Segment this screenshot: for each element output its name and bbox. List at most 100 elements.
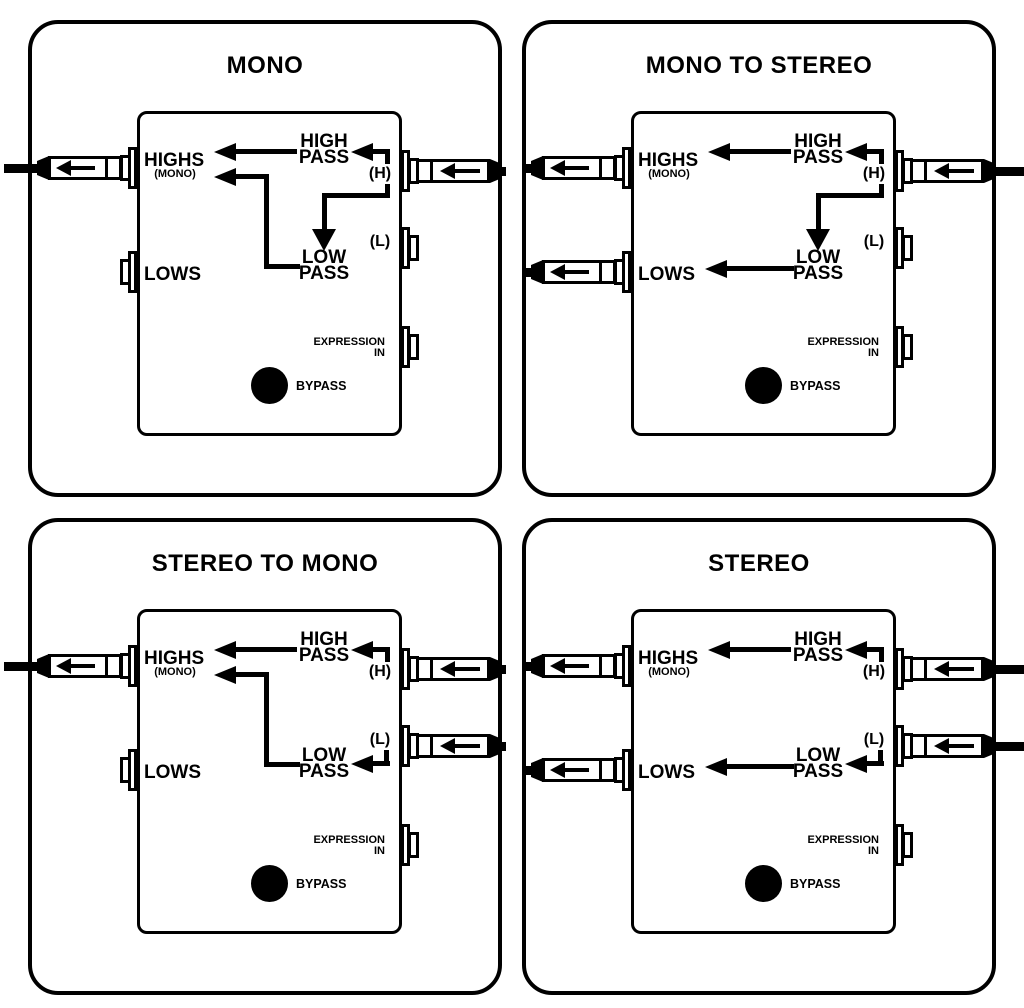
high-pass-line2: PASS bbox=[298, 645, 350, 666]
high-pass-line2: PASS bbox=[298, 147, 350, 168]
jack-sleeve bbox=[408, 832, 419, 858]
panel-mono-to-stereo: MONO TO STEREO bbox=[522, 20, 1024, 497]
signal-left-arrow-icon bbox=[550, 264, 565, 280]
cable-boot bbox=[490, 734, 502, 758]
low-pass-line2: PASS bbox=[298, 263, 350, 284]
panel-stereo-to-mono: STEREO TO MONO bbox=[4, 518, 506, 995]
jack-sleeve bbox=[120, 757, 131, 783]
low-pass-line2: PASS bbox=[298, 761, 350, 782]
expression-line2: IN bbox=[374, 845, 385, 857]
highs-mono-label: (MONO) bbox=[648, 666, 690, 678]
high-pass-label: HIGH PASS bbox=[274, 131, 374, 168]
signal-arrow-shaft bbox=[564, 270, 589, 274]
highs-mono-label: (MONO) bbox=[648, 168, 690, 180]
h-input-plug bbox=[526, 159, 1024, 183]
cable-boot bbox=[531, 758, 543, 782]
signal-left-arrow-icon bbox=[440, 163, 455, 179]
highs-label: HIGHS bbox=[144, 150, 205, 171]
signal-left-arrow-icon bbox=[934, 661, 949, 677]
highs-mono-label: (MONO) bbox=[154, 666, 196, 678]
bypass-footswitch bbox=[745, 367, 782, 404]
cable bbox=[500, 167, 506, 176]
h-jack-label: (H) bbox=[368, 165, 392, 182]
l-input-plug bbox=[32, 734, 506, 758]
cable bbox=[994, 742, 1024, 751]
cable bbox=[526, 164, 532, 173]
cable-boot bbox=[531, 260, 543, 284]
lows-output-jack bbox=[117, 250, 137, 294]
low-pass-line1: LOW bbox=[301, 247, 347, 268]
h-jack-label: (H) bbox=[862, 663, 886, 680]
cable-boot bbox=[531, 156, 543, 180]
cable-boot bbox=[37, 654, 49, 678]
bypass-footswitch bbox=[251, 865, 288, 902]
plug-collar bbox=[430, 162, 433, 180]
signal-arrow-shaft bbox=[454, 667, 480, 671]
plug-barrel bbox=[910, 159, 984, 183]
bypass-footswitch bbox=[251, 367, 288, 404]
plug-collar bbox=[599, 263, 602, 281]
expression-in-jack bbox=[401, 325, 419, 369]
cable bbox=[500, 665, 506, 674]
lows-output-jack bbox=[117, 748, 137, 792]
highs-mono-label: (MONO) bbox=[154, 168, 196, 180]
cable-boot bbox=[490, 159, 502, 183]
cable bbox=[526, 662, 532, 671]
signal-left-arrow-icon bbox=[56, 658, 71, 674]
panel-title: STEREO bbox=[708, 550, 810, 577]
high-pass-label: HIGH PASS bbox=[274, 629, 374, 666]
jack-sleeve bbox=[902, 832, 913, 858]
bypass-label: BYPASS bbox=[296, 379, 347, 393]
plug-collar bbox=[430, 737, 433, 755]
cable-boot bbox=[984, 159, 996, 183]
signal-arrow-shaft bbox=[454, 744, 480, 748]
high-pass-line2: PASS bbox=[792, 645, 844, 666]
signal-arrow-shaft bbox=[948, 744, 974, 748]
low-pass-label: LOW PASS bbox=[768, 746, 868, 781]
high-pass-label: HIGH PASS bbox=[768, 629, 868, 666]
cable-boot bbox=[37, 156, 49, 180]
h-input-jack bbox=[401, 647, 419, 691]
signal-arrow-shaft bbox=[948, 667, 974, 671]
plug-collar bbox=[599, 657, 602, 675]
lows-label: LOWS bbox=[638, 762, 695, 783]
bypass-label: BYPASS bbox=[790, 877, 841, 891]
signal-arrow-shaft bbox=[564, 768, 589, 772]
high-pass-line2: PASS bbox=[792, 147, 844, 168]
signal-arrow-shaft bbox=[564, 664, 589, 668]
high-pass-label: HIGH PASS bbox=[768, 131, 868, 168]
high-pass-line1: HIGH bbox=[300, 629, 348, 650]
high-pass-line1: HIGH bbox=[794, 131, 842, 152]
bypass-footswitch bbox=[745, 865, 782, 902]
signal-arrow-shaft bbox=[70, 166, 95, 170]
high-pass-line1: HIGH bbox=[794, 629, 842, 650]
signal-left-arrow-icon bbox=[934, 738, 949, 754]
expression-line2: IN bbox=[374, 347, 385, 359]
high-pass-line1: HIGH bbox=[300, 131, 348, 152]
lows-label: LOWS bbox=[638, 264, 695, 285]
plug-collar bbox=[924, 162, 927, 180]
plug-collar bbox=[105, 159, 108, 177]
lows-label: LOWS bbox=[144, 762, 201, 783]
expression-line1: EXPRESSION bbox=[313, 834, 385, 846]
low-pass-line1: LOW bbox=[795, 247, 841, 268]
signal-left-arrow-icon bbox=[440, 661, 455, 677]
plug-collar bbox=[599, 761, 602, 779]
jack-sleeve bbox=[902, 235, 913, 261]
bypass-label: BYPASS bbox=[296, 877, 347, 891]
signal-left-arrow-icon bbox=[56, 160, 71, 176]
panel-title: MONO bbox=[226, 52, 304, 79]
plug-collar bbox=[599, 159, 602, 177]
plug-collar bbox=[430, 660, 433, 678]
highs-output-plug bbox=[526, 156, 992, 180]
plug-collar bbox=[924, 737, 927, 755]
expression-in-jack bbox=[895, 325, 913, 369]
cable bbox=[500, 742, 506, 751]
signal-left-arrow-icon bbox=[934, 163, 949, 179]
signal-left-arrow-icon bbox=[440, 738, 455, 754]
h-input-plug bbox=[526, 657, 1024, 681]
signal-left-arrow-icon bbox=[550, 658, 565, 674]
l-jack-label: (L) bbox=[369, 233, 391, 250]
l-input-plug bbox=[526, 734, 1024, 758]
lows-label: LOWS bbox=[144, 264, 201, 285]
